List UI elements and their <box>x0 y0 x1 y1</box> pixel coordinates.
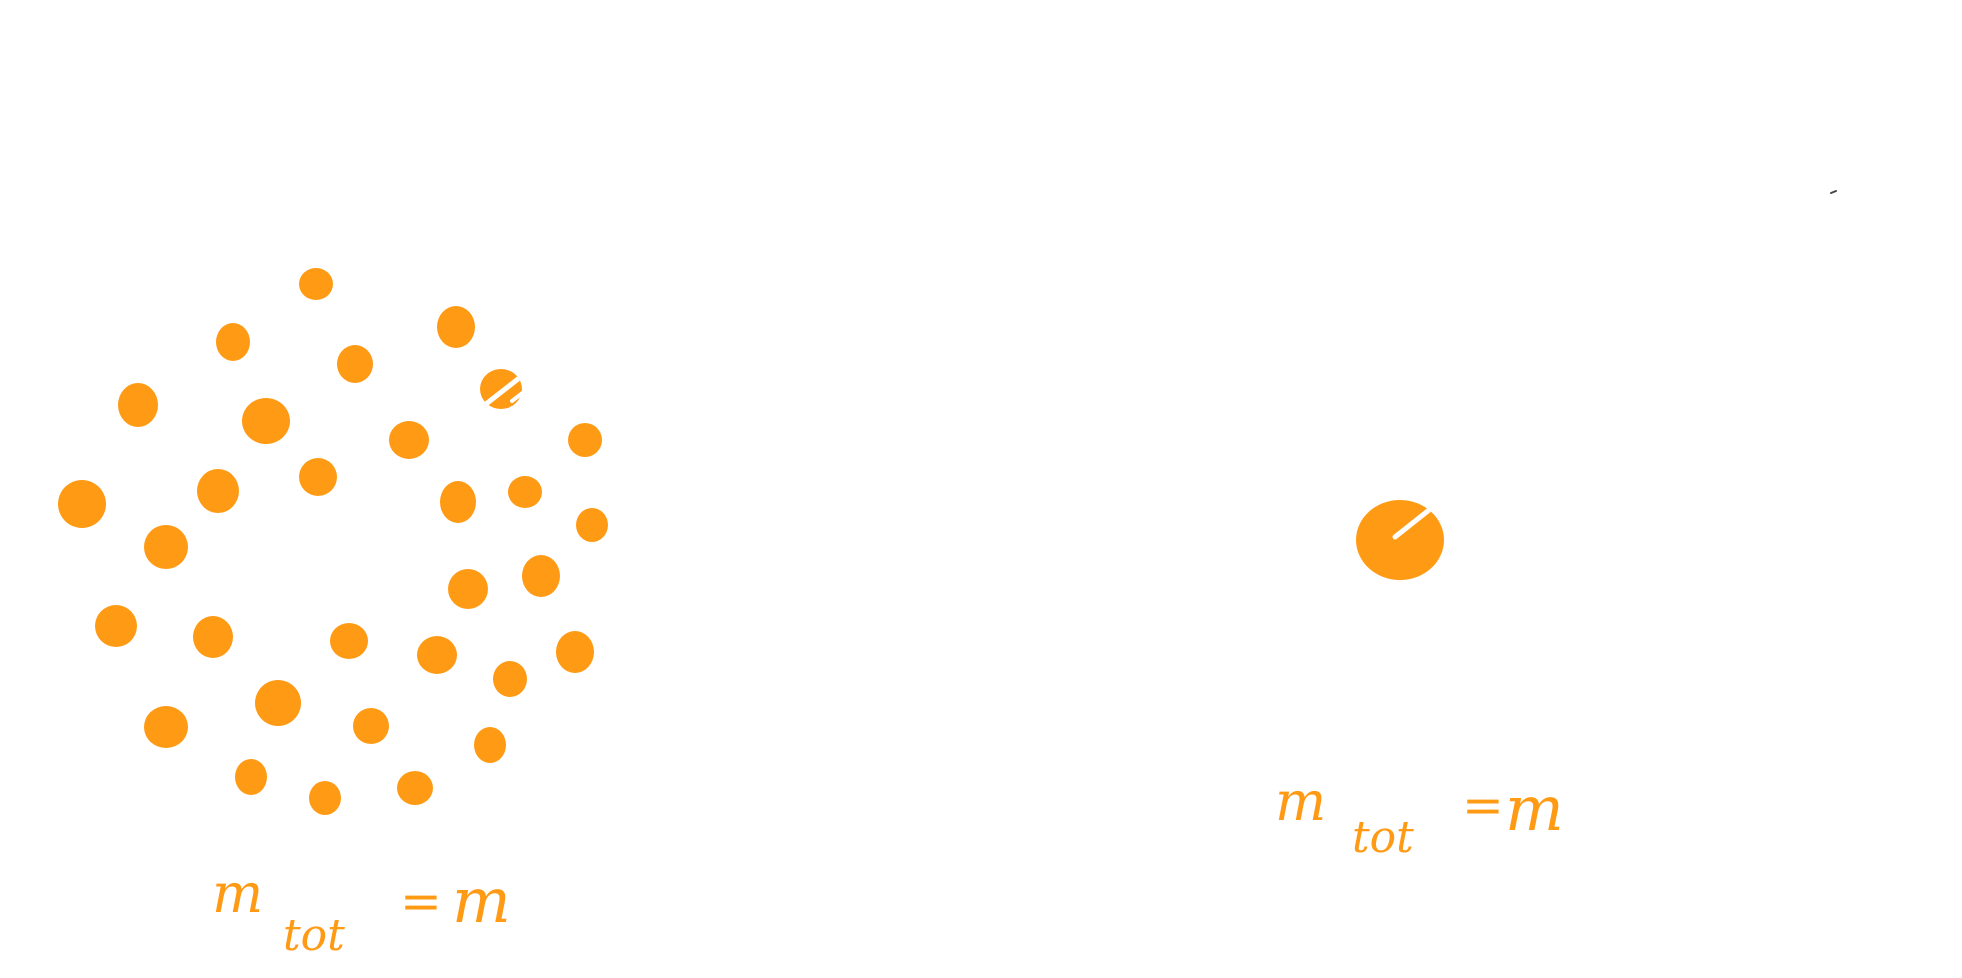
particle <box>568 423 602 457</box>
right-mass-label: m tot = m <box>1275 770 1564 863</box>
left-mass-label: m tot = m <box>212 862 511 961</box>
particle <box>216 323 250 361</box>
particle <box>144 706 188 748</box>
particle <box>576 508 608 542</box>
particle <box>522 555 560 597</box>
particle <box>309 781 341 815</box>
particle <box>353 708 389 744</box>
particle <box>255 680 301 726</box>
particle <box>448 569 488 609</box>
left-label-value: m <box>452 864 511 937</box>
right-label-relation: = <box>1462 776 1504 834</box>
particle <box>193 616 233 658</box>
right-label-value: m <box>1505 772 1564 845</box>
stray-mark <box>1830 190 1837 194</box>
particle-cloud <box>58 268 608 815</box>
particle-highlighted <box>480 369 527 409</box>
particle <box>299 268 333 300</box>
right-label-subscript: tot <box>1352 812 1414 863</box>
particle <box>417 636 457 674</box>
single-particle <box>1356 500 1444 580</box>
particle <box>58 480 106 528</box>
particle <box>493 661 527 697</box>
particle <box>299 458 337 496</box>
particle <box>337 345 373 383</box>
particle <box>474 727 506 763</box>
left-label-relation: = <box>400 872 442 930</box>
particle <box>440 481 476 523</box>
particle <box>235 759 267 795</box>
left-label-symbol: m <box>212 862 263 925</box>
particle <box>330 623 368 659</box>
left-label-subscript: tot <box>283 910 345 961</box>
particle <box>118 383 158 427</box>
particle <box>437 306 475 348</box>
particle <box>508 476 542 508</box>
particle <box>242 398 290 444</box>
particle <box>144 525 188 569</box>
particle <box>95 605 137 647</box>
right-label-symbol: m <box>1275 770 1326 833</box>
particle <box>397 771 433 805</box>
particle <box>389 421 429 459</box>
particle <box>197 469 239 513</box>
particle <box>556 631 594 673</box>
